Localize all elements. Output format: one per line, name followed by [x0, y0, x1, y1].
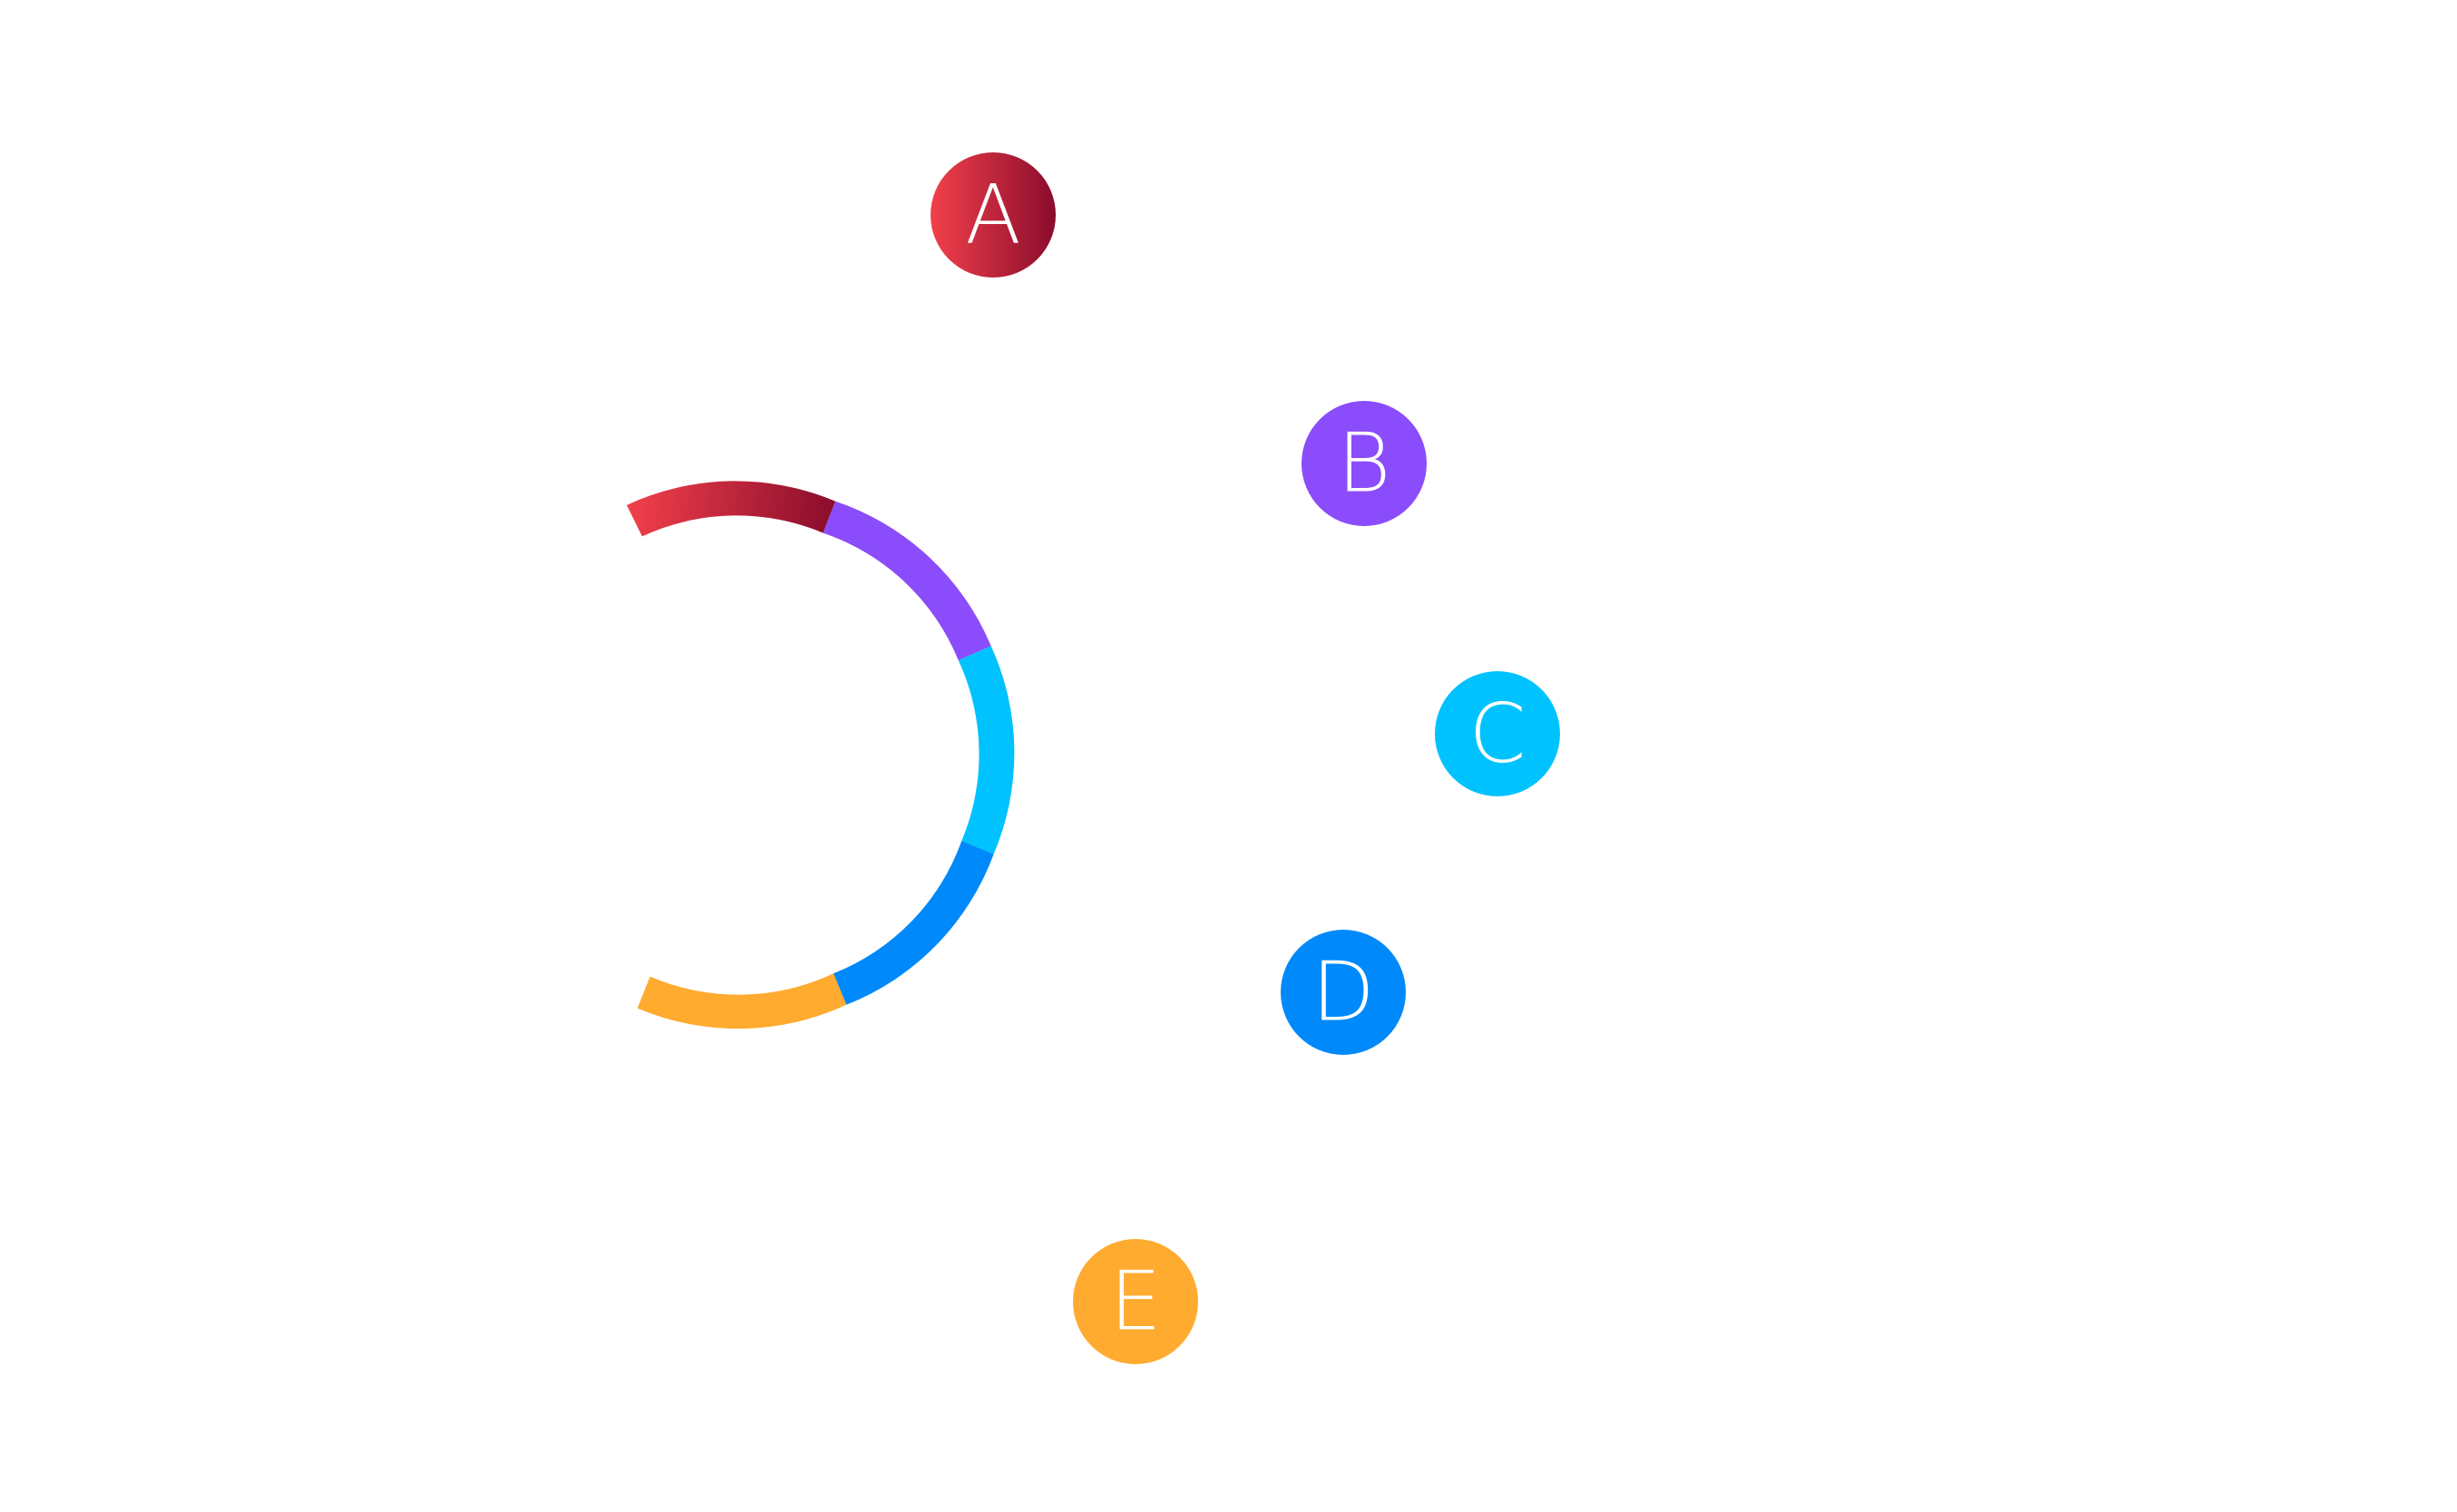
node-b-circle	[1302, 401, 1427, 526]
node-b-label: B	[1338, 416, 1391, 512]
arc-segment-d	[833, 841, 994, 1005]
arc-segment-b	[823, 501, 991, 660]
node-c: C	[1435, 671, 1560, 796]
node-e-circle	[1073, 1239, 1198, 1364]
node-e: E	[1073, 1239, 1198, 1364]
arc-segment-e	[637, 973, 847, 1029]
node-c-circle	[1435, 671, 1560, 796]
node-b: B	[1302, 401, 1427, 526]
node-e-label: E	[1110, 1254, 1162, 1350]
arc-segment-a	[627, 481, 835, 537]
node-d-circle	[1281, 930, 1406, 1055]
node-a-label: A	[965, 168, 1021, 263]
node-d: D	[1281, 930, 1406, 1055]
node-c-label: C	[1469, 687, 1526, 782]
ring	[627, 481, 1015, 1029]
node-a-circle	[931, 152, 1056, 278]
nodes: A B C D E	[931, 152, 1560, 1364]
node-a: A	[931, 152, 1056, 278]
node-d-label: D	[1311, 945, 1374, 1040]
arc-segment-c	[958, 646, 1015, 854]
